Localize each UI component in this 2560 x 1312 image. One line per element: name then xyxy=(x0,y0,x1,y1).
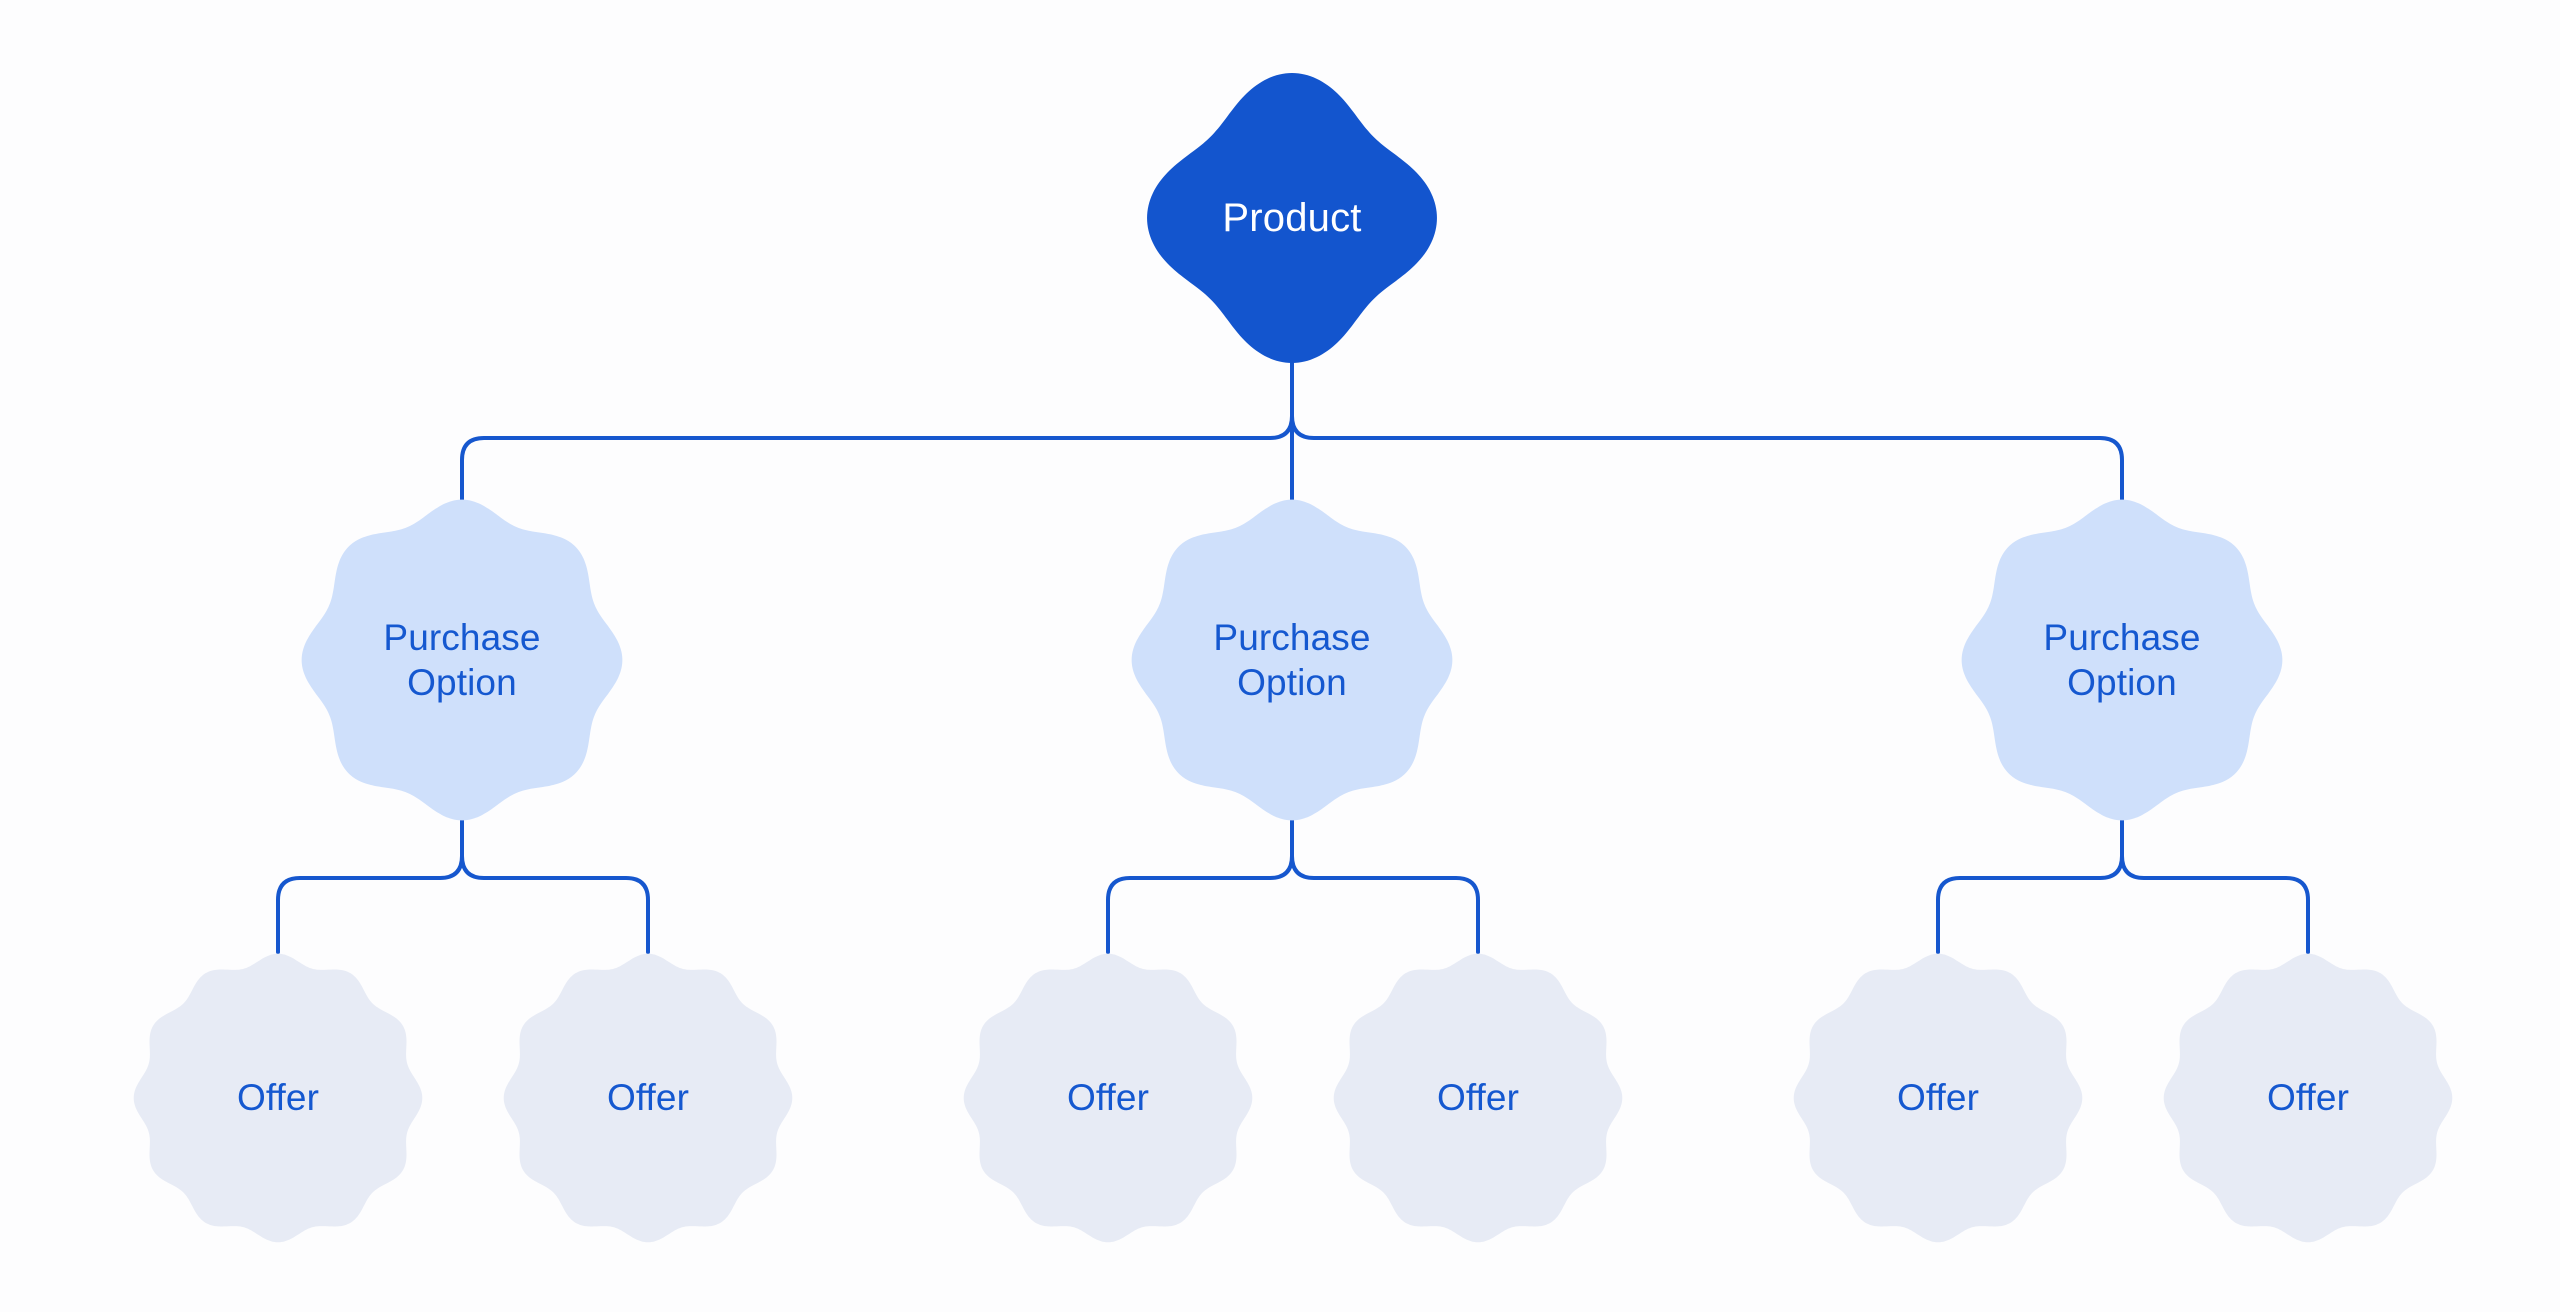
connector-po-3-to-offer-6 xyxy=(2120,793,2310,954)
node-shape-product[interactable] xyxy=(1147,73,1437,363)
connector-po-3-to-offer-5 xyxy=(1936,793,2124,954)
connector-po-2-to-offer-3 xyxy=(1106,793,1294,954)
node-shape-layer xyxy=(133,73,2453,1243)
node-shape-offer-3[interactable] xyxy=(963,953,1253,1243)
node-shape-offer-1[interactable] xyxy=(133,953,423,1243)
node-shape-po-3[interactable] xyxy=(1961,499,2283,821)
node-shape-po-1[interactable] xyxy=(301,499,623,821)
connector-product-to-po-1 xyxy=(460,346,1294,515)
node-shape-offer-2[interactable] xyxy=(503,953,793,1243)
connector-po-2-to-offer-4 xyxy=(1290,793,1480,954)
connector-po-1-to-offer-2 xyxy=(460,793,650,954)
node-shape-offer-4[interactable] xyxy=(1333,953,1623,1243)
node-shape-po-2[interactable] xyxy=(1131,499,1453,821)
connector-layer xyxy=(276,346,2310,954)
node-shape-offer-6[interactable] xyxy=(2163,953,2453,1243)
connector-product-to-po-3 xyxy=(1290,346,2124,515)
connector-po-1-to-offer-1 xyxy=(276,793,464,954)
node-shape-offer-5[interactable] xyxy=(1793,953,2083,1243)
